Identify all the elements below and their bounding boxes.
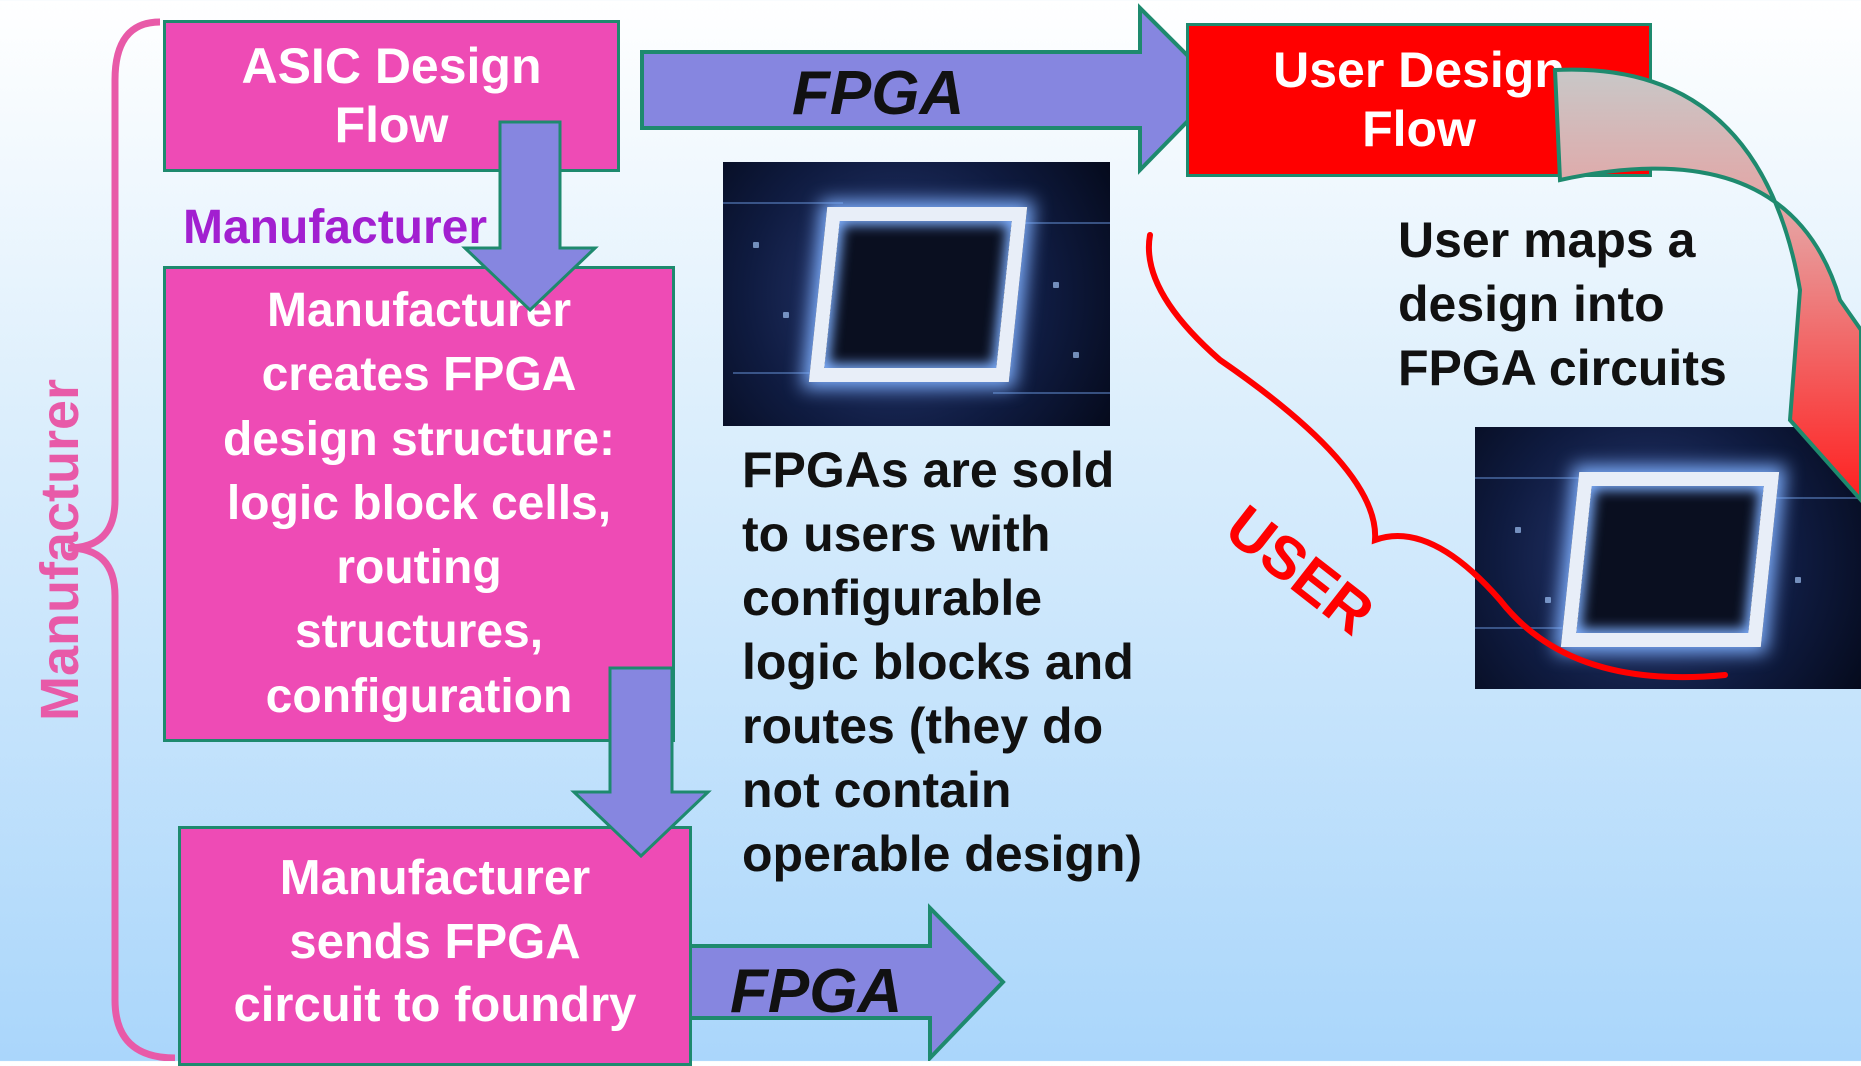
manufacturer-creates-box: Manufacturer creates FPGA design structu… <box>163 266 675 742</box>
manufacturer-brace <box>67 18 176 1061</box>
creates-down-arrow-overlay <box>570 666 712 859</box>
manufacturer-label: Manufacturer <box>183 201 488 254</box>
fpgas-sold-description: FPGAs are sold to users with configurabl… <box>742 442 1143 882</box>
manufacturer-sends-box: Manufacturer sends FPGA circuit to found… <box>178 826 692 1066</box>
top-fpga-arrow <box>640 3 1223 175</box>
top-arrow-label: FPGA <box>792 59 965 128</box>
user-maps-description: User maps a design into FPGA circuits <box>1398 212 1727 396</box>
asic-down-arrow-overlay <box>461 120 599 313</box>
fpga-chip-image-configured <box>1475 427 1861 689</box>
fpga-chip-image <box>723 162 1110 426</box>
asic-design-flow-box: ASIC Design Flow <box>163 20 620 172</box>
bottom-arrow-label: FPGA <box>730 957 903 1026</box>
user-curved-arrow <box>1552 67 1861 504</box>
bottom-fpga-arrow <box>688 903 1006 1061</box>
user-red-curve <box>1145 232 1728 681</box>
